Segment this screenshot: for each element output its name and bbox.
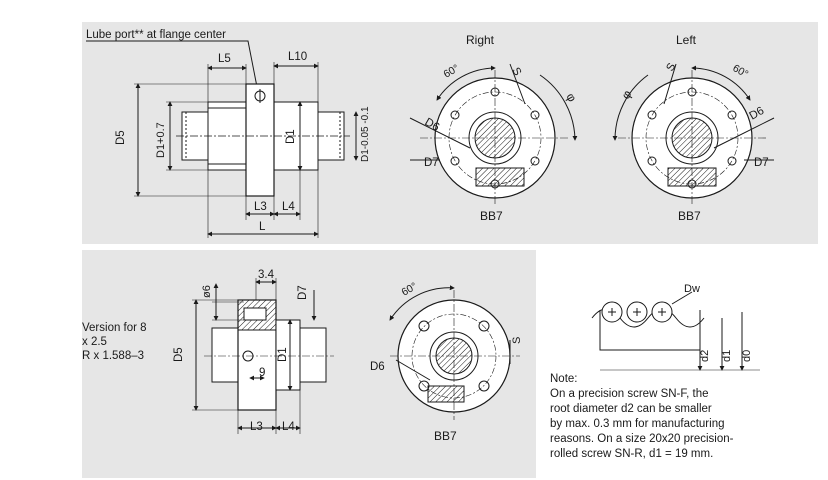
dim-L: L — [259, 221, 266, 233]
left-D6: D6 — [748, 105, 767, 123]
dim-D1-tol: D1+0.7 — [155, 122, 167, 158]
right-flange-view — [409, 63, 578, 205]
version-line: R x 1.588–3 — [82, 350, 145, 362]
dim-L10: L10 — [288, 51, 307, 63]
right-phi: φ — [563, 91, 579, 105]
note-line: reasons. On a size 20x20 precision- — [550, 433, 734, 445]
bottom-flange-view — [389, 285, 520, 420]
left-S: S — [664, 61, 678, 73]
dim-bl-D5: D5 — [173, 347, 185, 362]
dim-D1: D1 — [285, 129, 297, 144]
right-caption: BB7 — [480, 209, 503, 223]
lube-port-label: Lube port** at flange center — [86, 29, 226, 41]
right-title: Right — [466, 33, 495, 47]
top-side-view — [86, 40, 359, 238]
left-D7: D7 — [754, 157, 769, 169]
dim-bl-L4: L4 — [282, 421, 295, 433]
dim-L4: L4 — [282, 201, 295, 213]
note-line: Note: — [550, 373, 578, 385]
dim-bl-D7: D7 — [297, 285, 309, 300]
right-angle: 60° — [442, 62, 462, 80]
left-flange-view — [612, 63, 775, 205]
dim-L3: L3 — [254, 201, 267, 213]
label-d2: d2 — [699, 350, 711, 362]
dim-L5: L5 — [218, 53, 231, 65]
version-line: x 2.5 — [82, 336, 107, 348]
left-caption: BB7 — [678, 209, 701, 223]
note-line: root diameter d2 can be smaller — [550, 403, 712, 415]
dim-bl-D1: D1 — [277, 347, 289, 362]
note-line: by max. 0.3 mm for manufacturing — [550, 418, 725, 430]
label-d1: d1 — [721, 350, 733, 362]
left-title: Left — [676, 33, 697, 47]
label-Dw: Dw — [684, 283, 700, 295]
note-line: rolled screw SN-R, d1 = 19 mm. — [550, 448, 714, 460]
bottom-S: S — [511, 337, 523, 344]
dim-3-4: 3.4 — [258, 269, 275, 281]
right-D7: D7 — [424, 157, 439, 169]
note-text: Note: On a precision screw SN-F, the roo… — [550, 372, 820, 462]
label-d0: d0 — [741, 350, 753, 362]
bottom-caption: BB7 — [434, 429, 457, 443]
version-text: Version for 8 x 2.5 R x 1.588–3 — [82, 321, 147, 363]
dim-nine: 9 — [259, 367, 265, 379]
note-line: On a precision screw SN-F, the — [550, 388, 709, 400]
version-line: Version for 8 — [82, 322, 147, 334]
dim-D5: D5 — [115, 130, 127, 145]
bottom-side-view — [192, 278, 334, 434]
dim-D1-tol2: D1-0.05 -0.1 — [360, 106, 371, 162]
left-angle: 60° — [731, 62, 751, 80]
dim-bl-L3: L3 — [250, 421, 263, 433]
dim-phi6: ø6 — [201, 285, 213, 298]
bottom-D6: D6 — [370, 361, 385, 373]
screw-profile — [591, 291, 760, 371]
